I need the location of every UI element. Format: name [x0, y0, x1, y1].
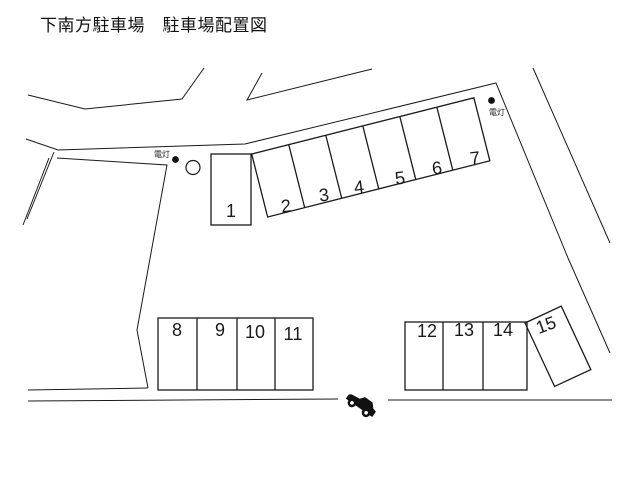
divider-6-7: [436, 106, 454, 171]
car-wheel-rear-hub: [364, 410, 368, 415]
parking-row-2-7: [250, 96, 491, 218]
space-10-label: 10: [245, 322, 265, 342]
lot-boundary-north-east: [25, 82, 611, 354]
parking-space-15: 15: [524, 305, 592, 388]
road-lines: [22, 67, 612, 402]
row-12-14-outline: [404, 321, 528, 391]
lamp-dot-icon: [488, 97, 495, 104]
space-14-label: 14: [493, 320, 513, 340]
bottom-road-edge-left: [27, 398, 339, 402]
space-15-label: 15: [533, 312, 559, 338]
space-1-label: 1: [226, 201, 236, 221]
divider-4-5: [362, 125, 380, 190]
space-15-outline: [524, 305, 592, 388]
space-1-outline: [210, 153, 252, 226]
row-8-11-outline: [157, 317, 314, 391]
parking-row-8-11: 8 9 10 11: [157, 317, 314, 391]
space-5-label: 5: [394, 167, 406, 188]
space-2-label: 2: [280, 195, 292, 216]
space-9-label: 9: [215, 320, 225, 340]
space-13-label: 13: [454, 320, 474, 340]
space-6-label: 6: [431, 157, 443, 178]
space-3-label: 3: [318, 184, 330, 205]
road-edge-right-outer: [532, 67, 611, 244]
bottom-road-edge-upper: [27, 387, 149, 391]
row-2-7-labels: 2 3 4 5 6 7: [280, 147, 481, 216]
road-edge-top-center: [246, 68, 373, 101]
divider-2-3: [288, 144, 306, 208]
divider-3-4: [325, 135, 343, 199]
space-7-label: 7: [469, 147, 481, 168]
car-icon: [345, 394, 376, 418]
side-path-edge-inner: [22, 157, 50, 226]
lamp-right-label: 電灯: [489, 107, 505, 117]
car-wheel-front-hub: [350, 401, 354, 405]
lot-boundary-west: [56, 157, 168, 389]
road-edge-top-left: [27, 67, 205, 110]
lamp-dot-icon: [172, 156, 179, 163]
parking-space-1: 1: [210, 153, 252, 226]
page-title: 下南方駐車場 駐車場配置図: [40, 16, 268, 35]
lamp-left: 電灯: [154, 149, 179, 163]
space-11-label: 11: [284, 324, 303, 344]
space-4-label: 4: [353, 176, 365, 197]
divider-5-6: [399, 116, 417, 180]
space-12-label: 12: [417, 321, 437, 341]
lamp-left-label: 電灯: [154, 149, 170, 159]
side-path-edge-outer: [26, 151, 55, 220]
space-8-label: 8: [172, 320, 182, 340]
parking-row-12-14: 12 13 14: [404, 320, 528, 391]
circle-marker-icon: [185, 159, 201, 176]
lamp-right: 電灯: [488, 97, 505, 117]
